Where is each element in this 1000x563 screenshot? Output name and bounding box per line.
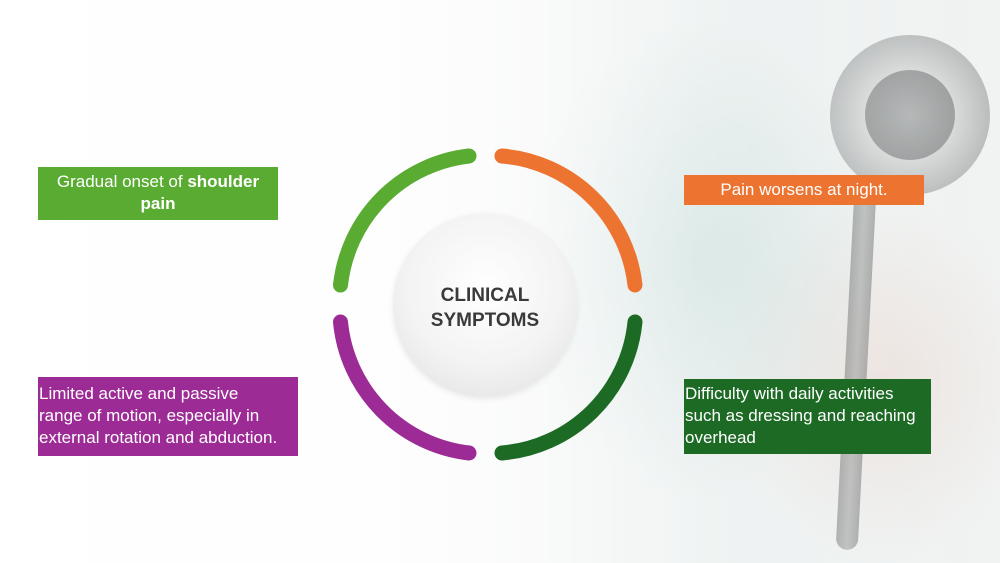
center-title: CLINICAL SYMPTOMS [430, 285, 540, 331]
ring-arcs [333, 148, 643, 461]
center-circle [393, 213, 577, 397]
symptom-gradual-onset-bold: shoulder pain [140, 172, 260, 213]
symptom-daily-activities-text: Difficulty with daily activities such as… [685, 384, 916, 447]
ring-arc-top-left [333, 148, 477, 293]
symptom-gradual-onset-text: Gradual onset of [56, 172, 188, 191]
symptom-limited-motion-text: Limited active and passive range of moti… [39, 384, 278, 447]
ring-arc-bottom-left [333, 314, 477, 461]
symptom-gradual-onset: Gradual onset of shoulder pain [38, 167, 278, 220]
symptom-daily-activities: Difficulty with daily activities such as… [684, 379, 931, 454]
symptom-limited-motion: Limited active and passive range of moti… [38, 377, 298, 456]
ring-arc-top-right [494, 148, 643, 293]
symptom-night-pain: Pain worsens at night. [684, 175, 924, 205]
symptom-night-pain-text: Pain worsens at night. [720, 180, 888, 199]
symptom-ring [333, 148, 643, 461]
ring-arc-bottom-right [494, 314, 643, 461]
